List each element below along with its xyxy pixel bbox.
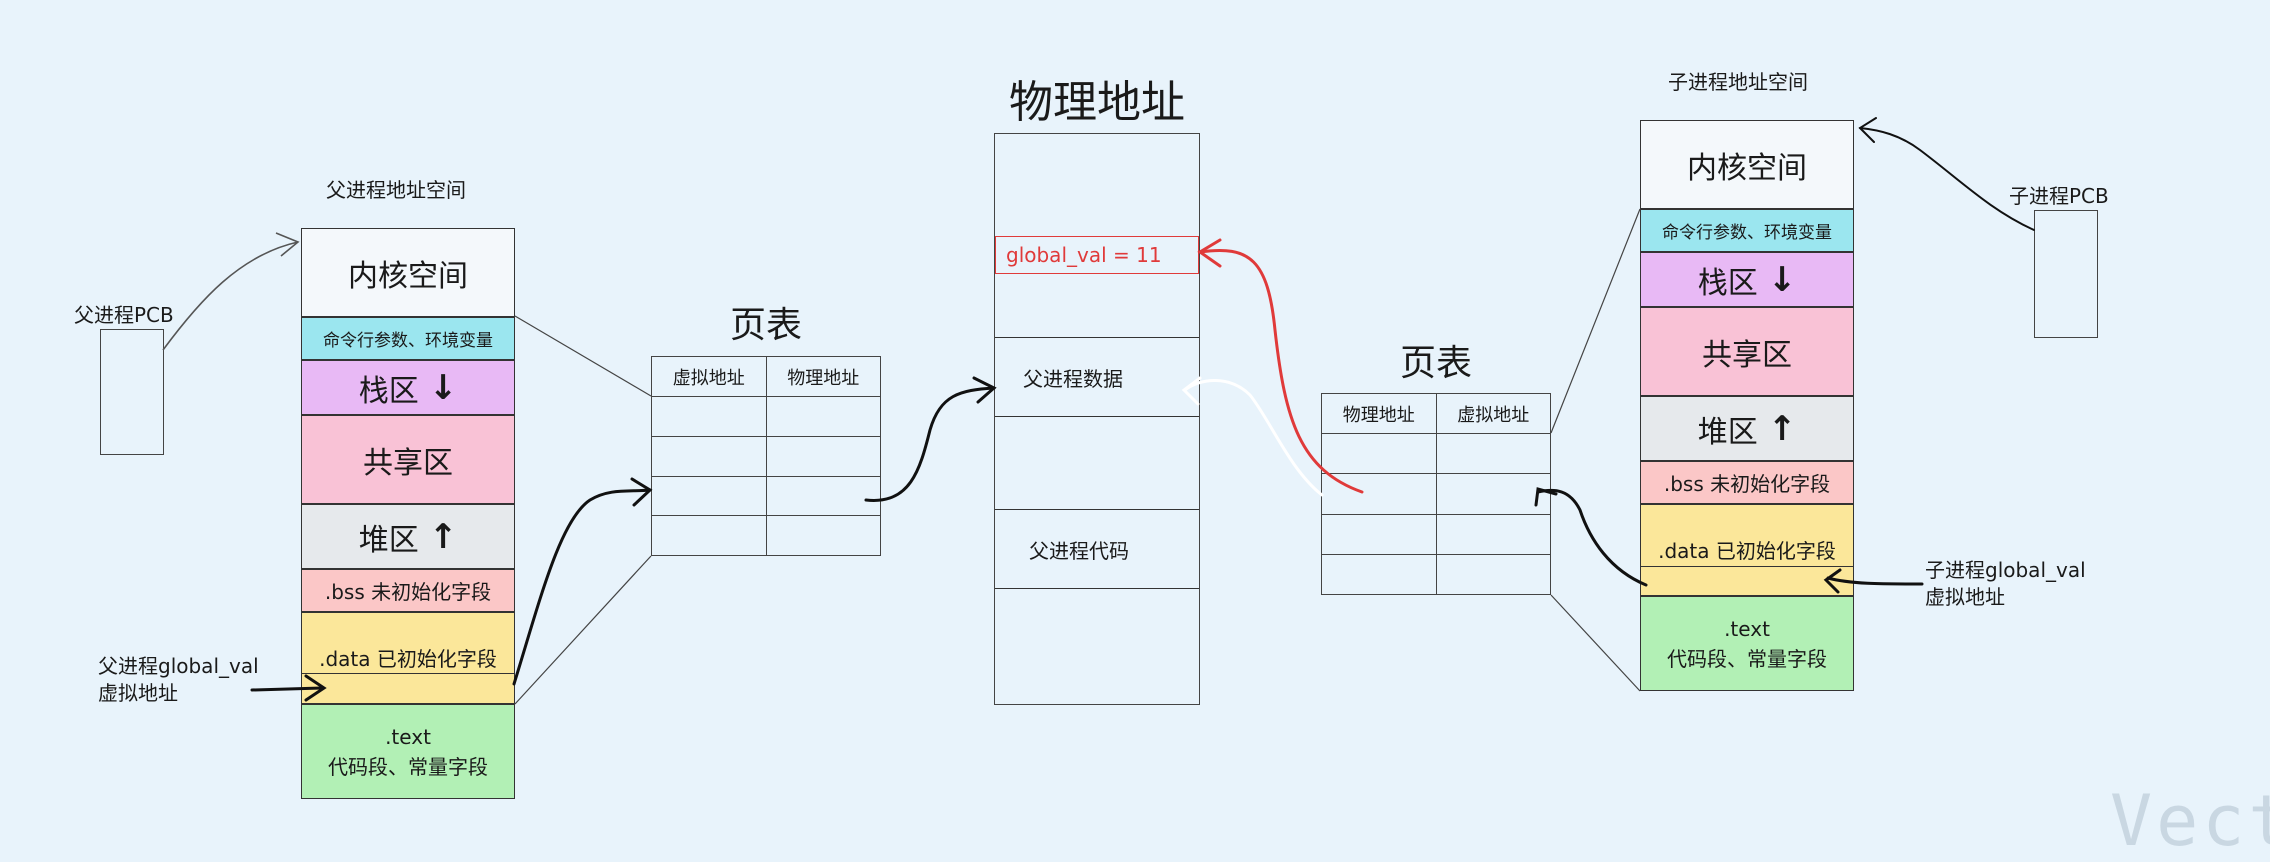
parent-stack-segment: 栈区 ↓	[301, 360, 515, 415]
parent-text-segment: .text 代码段、常量字段	[301, 704, 515, 799]
parent-global-label-line2: 虚拟地址	[98, 681, 178, 705]
parent-text-line1: .text	[385, 724, 431, 749]
child-page-table-header-physical: 物理地址	[1321, 393, 1437, 434]
child-old-mapping-arrow	[1183, 379, 1324, 497]
physical-parent-code-cell: 父进程代码	[995, 509, 1199, 589]
table-row	[1321, 553, 1551, 596]
child-kernel-segment: 内核空间	[1640, 120, 1854, 209]
child-bss-segment: .bss 未初始化字段	[1640, 461, 1854, 504]
parent-pcb-label: 父进程PCB	[74, 303, 174, 327]
parent-kernel-segment: 内核空间	[301, 228, 515, 317]
arrow-down-icon: ↓	[1767, 259, 1797, 300]
parent-page-table-header-physical: 物理地址	[765, 356, 881, 397]
child-stack-label: 栈区	[1697, 265, 1758, 301]
parent-page-table-header-virtual: 虚拟地址	[651, 356, 767, 397]
parent-pcb-arrowhead	[275, 232, 300, 257]
child-page-table: 物理地址 虚拟地址	[1321, 393, 1551, 596]
parent-slot-to-table-head	[630, 477, 653, 507]
parent-page-table-title: 页表	[730, 305, 803, 346]
child-table-bottom-connector	[1550, 594, 1641, 692]
child-page-table-header-virtual: 虚拟地址	[1435, 393, 1551, 434]
child-text-line1: .text	[1724, 616, 1770, 641]
physical-global-val-cell: global_val = 11	[995, 236, 1199, 274]
table-row	[651, 515, 881, 556]
watermark: Vect	[2110, 780, 2270, 862]
parent-heap-segment: 堆区 ↑	[301, 504, 515, 569]
arrow-up-icon: ↑	[428, 516, 458, 557]
parent-data-segment: .data 已初始化字段	[301, 612, 515, 704]
child-shared-segment: 共享区	[1640, 307, 1854, 396]
physical-memory-block	[994, 133, 1200, 705]
child-stack-segment: 栈区 ↓	[1640, 252, 1854, 307]
child-space-title: 子进程地址空间	[1668, 70, 1808, 94]
child-global-slot-line	[1640, 566, 1854, 567]
parent-bss-segment: .bss 未初始化字段	[301, 569, 515, 612]
child-new-mapping-head	[1197, 238, 1222, 268]
parent-pcb-box	[100, 329, 164, 455]
child-page-table-title: 页表	[1400, 343, 1473, 384]
parent-global-slot-line	[301, 673, 515, 674]
parent-table-to-physical-head	[972, 376, 997, 404]
child-data-segment: .data 已初始化字段	[1640, 504, 1854, 596]
child-pcb-label: 子进程PCB	[2009, 184, 2109, 208]
child-pcb-box	[2034, 210, 2098, 338]
child-slot-to-table-arrow	[1536, 488, 1648, 587]
parent-args-segment: 命令行参数、环境变量	[301, 317, 515, 360]
child-global-label-line2: 虚拟地址	[1925, 585, 2005, 609]
parent-table-top-connector	[514, 315, 652, 397]
child-text-segment: .text 代码段、常量字段	[1640, 596, 1854, 691]
parent-slot-to-table-arrow	[512, 488, 652, 686]
table-row	[1321, 473, 1551, 515]
child-table-top-connector	[1550, 208, 1641, 434]
parent-heap-label: 堆区	[358, 522, 419, 558]
child-args-segment: 命令行参数、环境变量	[1640, 209, 1854, 252]
parent-page-table: 虚拟地址 物理地址	[651, 356, 881, 556]
child-pcb-arrowhead	[1858, 117, 1877, 143]
arrow-up-icon: ↑	[1767, 408, 1797, 449]
arrow-down-icon: ↓	[428, 367, 458, 408]
child-heap-segment: 堆区 ↑	[1640, 396, 1854, 461]
child-text-line2: 代码段、常量字段	[1667, 646, 1827, 671]
table-row	[651, 475, 881, 517]
parent-stack-label: 栈区	[358, 373, 419, 409]
parent-global-label-line1: 父进程global_val	[98, 654, 259, 678]
table-row	[1321, 432, 1551, 475]
child-pcb-arrow	[1859, 127, 2035, 231]
physical-memory-title: 物理地址	[1009, 77, 1185, 128]
table-row	[1321, 513, 1551, 555]
parent-table-to-physical-arrow	[864, 386, 996, 502]
parent-shared-segment: 共享区	[301, 415, 515, 504]
parent-text-line2: 代码段、常量字段	[328, 754, 488, 779]
parent-space-title: 父进程地址空间	[326, 178, 466, 202]
child-global-label-line1: 子进程global_val	[1925, 558, 2086, 582]
physical-parent-data-cell: 父进程数据	[995, 337, 1199, 417]
table-row	[651, 435, 881, 477]
child-heap-label: 堆区	[1697, 414, 1758, 450]
parent-pcb-arrow	[162, 241, 299, 351]
table-row	[651, 396, 881, 437]
parent-table-bottom-connector	[514, 555, 652, 705]
